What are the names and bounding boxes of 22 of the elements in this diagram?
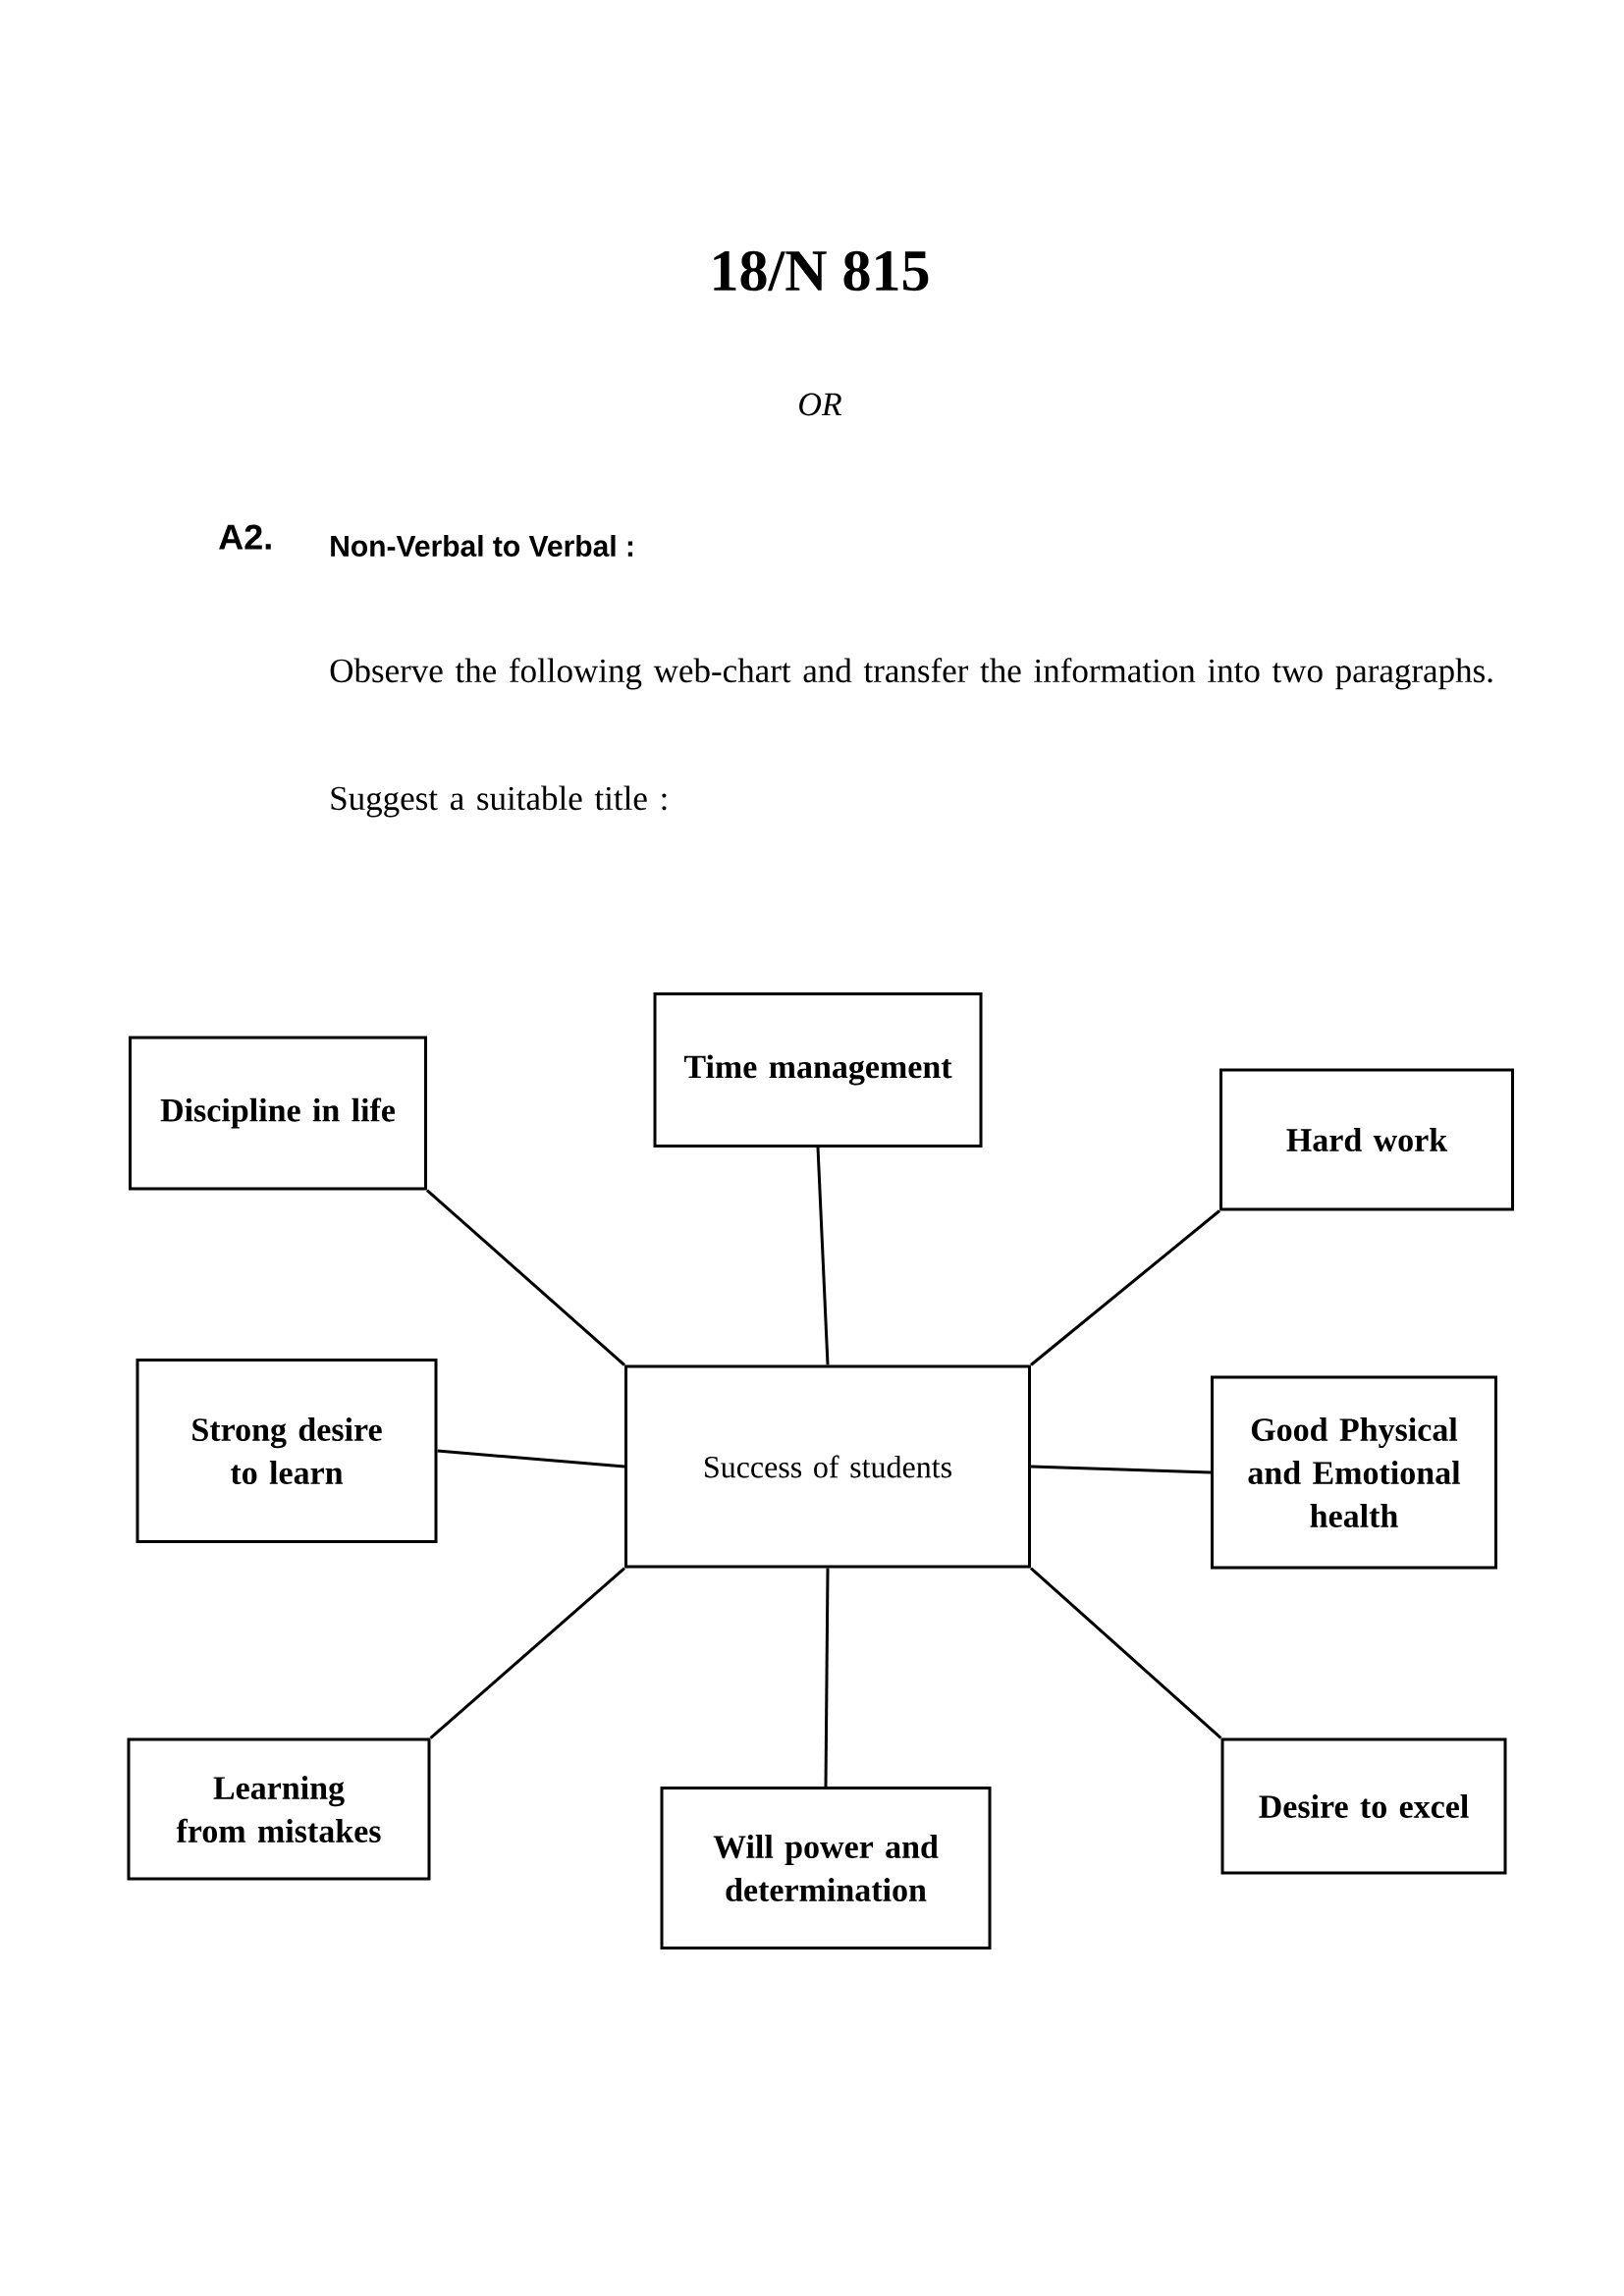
- connector-line: [824, 1568, 830, 1788]
- topic-box: Discipline in life: [129, 1036, 427, 1191]
- topic-box: Learning from mistakes: [127, 1737, 431, 1881]
- topic-box: Good Physical and Emotional health: [1211, 1375, 1497, 1570]
- connector-line: [1030, 1465, 1212, 1474]
- connector-line: [429, 1567, 625, 1739]
- connector-line: [437, 1449, 625, 1468]
- topic-box: Strong desire to learn: [135, 1359, 438, 1543]
- connector-line: [816, 1147, 830, 1365]
- topic-box: Hard work: [1219, 1068, 1514, 1211]
- topic-box: Will power and determination: [660, 1787, 992, 1949]
- section-heading: Non-Verbal to Verbal :: [331, 535, 633, 558]
- or-text: OR: [799, 393, 842, 416]
- center-box: Success of students: [624, 1364, 1031, 1569]
- instruction-paragraph: Observe the following web-chart and transfer the information into two paragraphs. Suggest a suitable title :: [330, 658, 1492, 818]
- connector-line: [1030, 1567, 1222, 1739]
- connector-line: [426, 1189, 625, 1366]
- topic-box: Desire to excel: [1220, 1737, 1507, 1875]
- page-code: 18/N 815: [714, 250, 929, 292]
- topic-box: Time management: [653, 992, 983, 1148]
- connector-line: [1030, 1209, 1220, 1366]
- question-number: A2.: [219, 524, 271, 550]
